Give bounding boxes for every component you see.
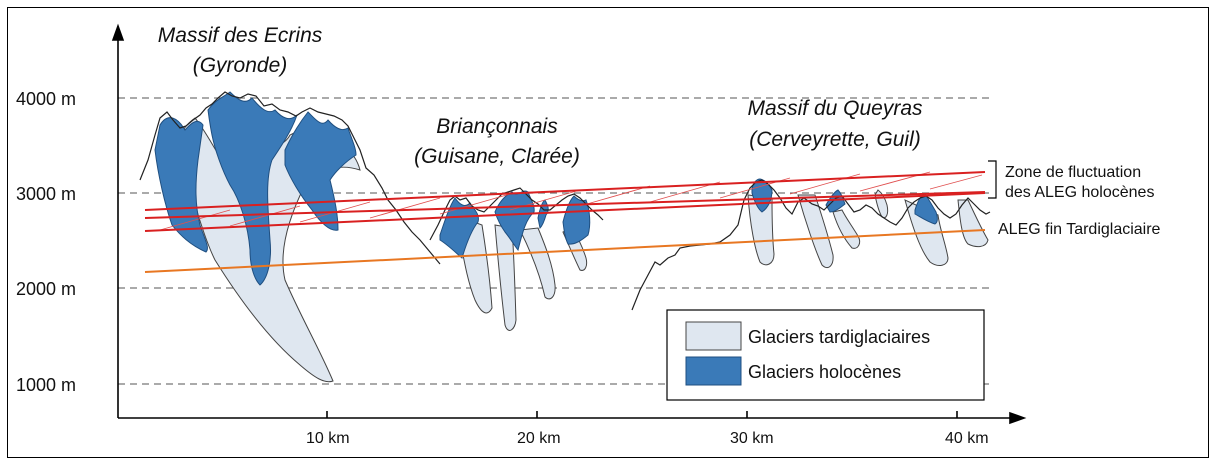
legend-label-late-glacial: Glaciers tardiglaciaires [748,327,930,347]
ecrins-profile [139,91,441,265]
ecrins-holocene-glacier-west [154,117,208,253]
holocene-glaciers [154,91,938,286]
region-queyras-name: Massif du Queyras [747,97,923,120]
fluctuation-bracket [988,160,997,199]
bracket-shape [988,160,997,199]
queyras-late-glacier-3 [832,209,861,249]
legend: Glaciers tardiglaciaires Glaciers holocè… [666,309,985,401]
hatch [579,185,651,207]
y-tick-label-2000: 2000 m [16,279,76,299]
axes [111,23,1027,425]
brianconnais-profile [429,187,604,241]
late-glacial-label: ALEG fin Tardiglaciaire [998,221,1161,238]
y-tick-label-4000: 4000 m [16,89,76,109]
queyras-late-glacier-6 [957,199,989,248]
region-ecrins-name: Massif des Ecrins [158,24,323,47]
x-tick-label-10: 10 km [306,430,350,447]
ecrins-holocene-glacier-central [207,91,298,286]
y-tick-label-1000: 1000 m [16,375,76,395]
region-ecrins-sub: (Gyronde) [193,54,288,77]
hatch [789,173,861,195]
x-tick-label-40: 40 km [945,430,989,447]
y-axis-arrow [111,23,125,41]
ecrins-holocene-glacier-east [284,111,357,231]
queyras-late-glacier-2 [797,194,834,269]
brianconnais-late-glacier-3 [519,227,556,300]
holocene-aleg-line-upper [144,171,986,211]
brianconnais-late-glacier-2 [494,224,517,331]
brianconnais-holocene-glacier-4 [562,195,591,245]
region-brianconnais-sub: (Guisane, Clarée) [414,145,580,168]
aleg-lines [144,171,986,273]
x-axis-arrow [1009,411,1027,425]
x-tick-label-30: 30 km [730,430,774,447]
fluctuation-label-line1: Zone de fluctuation [1005,164,1141,181]
legend-swatch-late-glacial [685,321,742,351]
legend-swatch-holocene [685,356,742,386]
legend-label-holocene: Glaciers holocènes [748,362,901,382]
hatch [369,197,441,219]
holocene-aleg-line-lower [144,192,986,232]
region-brianconnais-name: Briançonnais [436,115,558,138]
hatch [929,174,983,190]
queyras-late-glacier-1 [747,194,775,266]
hatch [159,209,231,231]
x-tick-label-20: 20 km [517,430,561,447]
late-glacial-aleg-line [144,229,986,273]
hatch [229,205,301,227]
brianconnais-holocene-glacier-1 [439,197,479,259]
fluctuation-label-line2: des ALEG holocènes [1005,184,1154,201]
region-queyras-sub: (Cerveyrette, Guil) [749,128,921,151]
holocene-aleg-line-middle [144,191,986,219]
y-tick-label-3000: 3000 m [16,184,76,204]
hatch [439,193,511,215]
